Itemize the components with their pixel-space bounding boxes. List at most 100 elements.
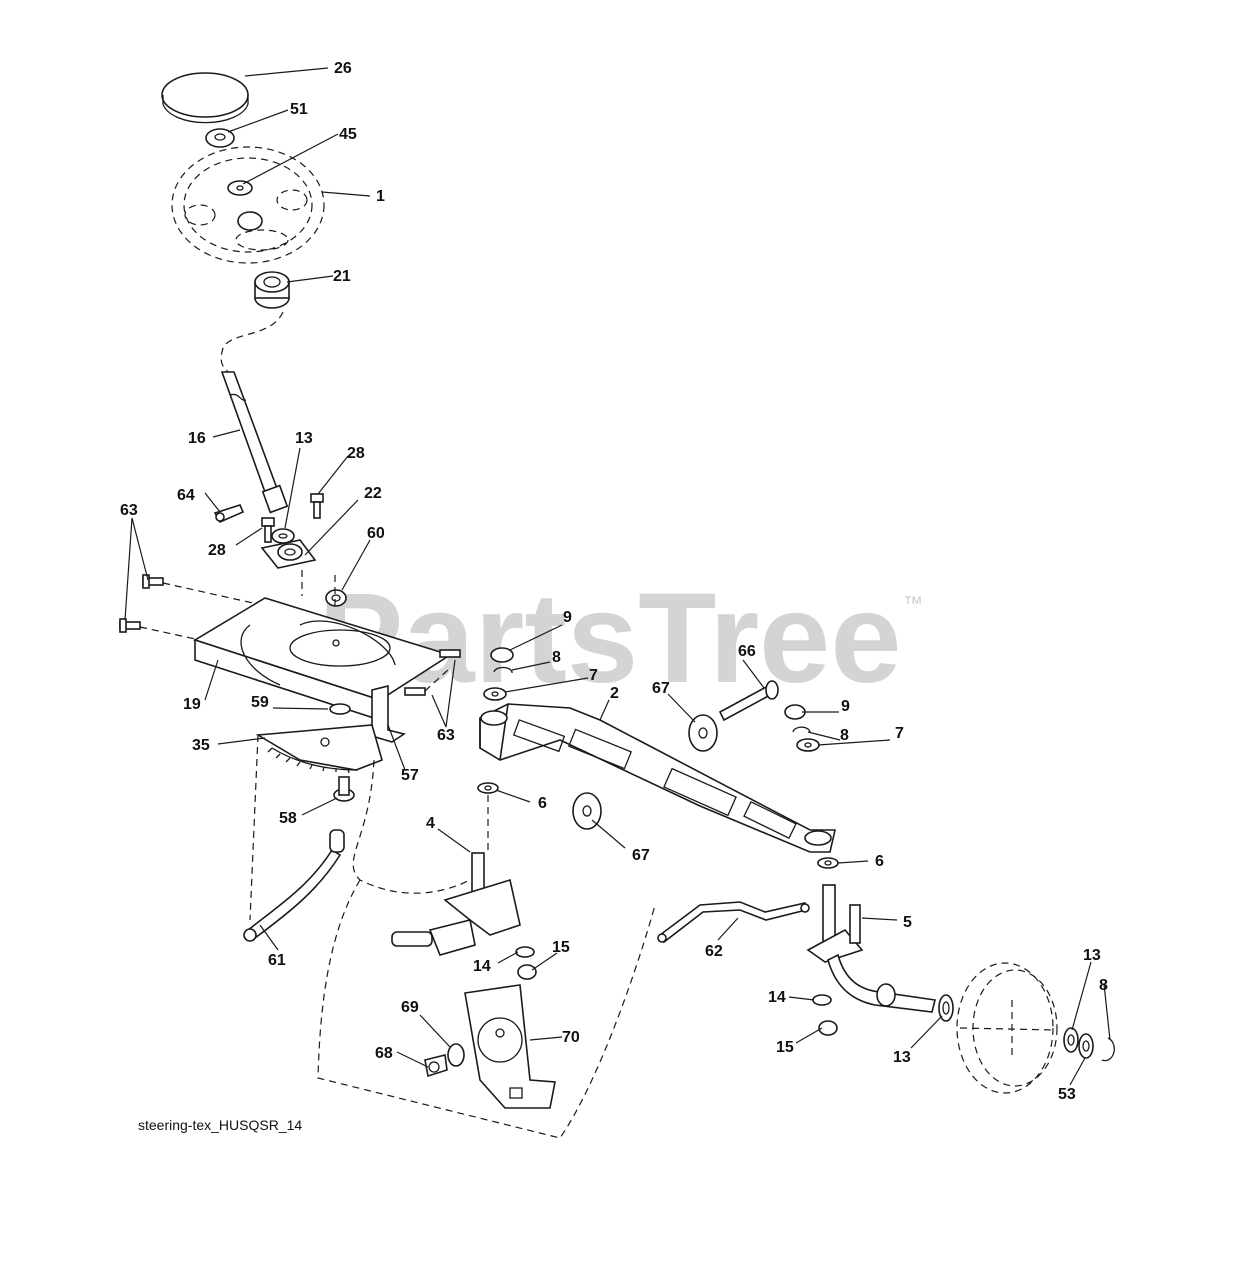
part-59-washer[interactable] (329, 703, 351, 715)
part-63-bolt-upper[interactable] (142, 574, 164, 589)
callout-7-right: 7 (895, 725, 904, 742)
part-67-spacer-lower[interactable] (572, 792, 602, 830)
callout-26: 26 (334, 60, 352, 77)
part-70-bracket-plate[interactable] (464, 984, 556, 1109)
callout-13-wheel: 13 (1083, 947, 1101, 964)
part-69-washer[interactable] (447, 1043, 465, 1067)
part-67-spacer-upper[interactable] (688, 714, 718, 752)
callout-16: 16 (188, 430, 206, 447)
callout-8-right: 8 (840, 727, 849, 744)
part-14-washer-right[interactable] (812, 994, 832, 1006)
callout-13-axle: 13 (893, 1049, 911, 1066)
part-35-sector-gear[interactable] (255, 724, 383, 774)
callout-61: 61 (268, 952, 286, 969)
callout-13: 13 (295, 430, 313, 447)
callout-14-right: 14 (768, 989, 786, 1006)
part-7-washer-left[interactable] (483, 687, 507, 701)
part-5-spindle-right[interactable] (806, 884, 936, 1013)
part-16-steering-shaft[interactable] (220, 371, 289, 514)
callout-66: 66 (738, 643, 756, 660)
part-58-bolt[interactable] (333, 776, 355, 802)
part-9-cap-left[interactable] (490, 647, 514, 663)
part-28-bolt-lower[interactable] (261, 517, 275, 543)
callout-63-right: 63 (437, 727, 455, 744)
part-15-nut-right[interactable] (818, 1020, 838, 1036)
watermark-text: PartsTree (318, 567, 902, 710)
callout-numbers: 26 51 45 1 21 16 13 28 22 64 28 60 63 63… (120, 60, 1108, 1103)
part-61-drag-link[interactable] (243, 829, 345, 942)
callout-59: 59 (251, 694, 269, 711)
part-6-washer-right[interactable] (817, 857, 839, 869)
callout-15-right: 15 (776, 1039, 794, 1056)
part-51-nut[interactable] (205, 128, 235, 148)
callout-57: 57 (401, 767, 419, 784)
part-66-bolt[interactable] (718, 680, 779, 722)
part-22-bearing-flange[interactable] (260, 539, 317, 569)
callout-9-left: 9 (563, 609, 572, 626)
callout-69: 69 (401, 999, 419, 1016)
part-60-nut[interactable] (325, 589, 347, 607)
part-1-steering-wheel[interactable] (171, 146, 325, 264)
part-15-nut-left[interactable] (517, 964, 537, 980)
watermark-trademark: ™ (903, 593, 923, 615)
callout-9-right: 9 (841, 698, 850, 715)
part-8-clip[interactable] (1101, 1037, 1115, 1062)
callout-21: 21 (333, 268, 351, 285)
diagram-caption: steering-tex_HUSQSR_14 (138, 1117, 302, 1133)
callout-2: 2 (610, 685, 619, 702)
part-21-hub[interactable] (254, 271, 290, 309)
centerline-gear (249, 734, 656, 1139)
callout-28-lower: 28 (208, 542, 226, 559)
callout-4: 4 (426, 815, 435, 832)
callout-8-left: 8 (552, 649, 561, 666)
callout-5: 5 (903, 914, 912, 931)
callout-7-left: 7 (589, 667, 598, 684)
callout-60: 60 (367, 525, 385, 542)
part-14-washer-left[interactable] (515, 946, 535, 958)
centerline-hub-shaft (220, 311, 284, 373)
part-45-washer[interactable] (227, 180, 253, 196)
callout-6-right: 6 (875, 853, 884, 870)
callout-64: 64 (177, 487, 195, 504)
callout-68: 68 (375, 1045, 393, 1062)
leader-lines (124, 67, 1111, 1086)
part-7-washer-right[interactable] (796, 738, 820, 752)
callout-1: 1 (376, 188, 385, 205)
callout-53: 53 (1058, 1086, 1076, 1103)
centerline-bolts (139, 570, 336, 641)
part-6-washer-left[interactable] (477, 782, 499, 794)
part-63-bolt-right[interactable] (404, 649, 461, 696)
part-63-bolt-lower[interactable] (119, 618, 141, 633)
callout-22: 22 (364, 485, 382, 502)
callout-14-left: 14 (473, 958, 491, 975)
part-4-spindle-left[interactable] (391, 852, 521, 956)
callout-8-clip: 8 (1099, 977, 1108, 994)
part-13-washer-wheel[interactable] (1063, 1027, 1079, 1053)
callout-45: 45 (339, 126, 357, 143)
callout-67-upper: 67 (652, 680, 670, 697)
callout-28-upper: 28 (347, 445, 365, 462)
part-62-tie-rod[interactable] (657, 901, 810, 944)
part-2-front-axle[interactable] (479, 703, 837, 853)
part-28-bolt-upper[interactable] (310, 493, 324, 519)
callout-19: 19 (183, 696, 201, 713)
part-53-washer[interactable] (1078, 1033, 1094, 1059)
callout-35: 35 (192, 737, 210, 754)
callout-6-left: 6 (538, 795, 547, 812)
callout-67-lower: 67 (632, 847, 650, 864)
part-front-wheel[interactable] (956, 962, 1058, 1094)
part-13-washer-axle[interactable] (938, 994, 954, 1022)
callout-62: 62 (705, 943, 723, 960)
part-13-washer-shaft[interactable] (271, 528, 295, 544)
part-68-bolt[interactable] (424, 1054, 448, 1078)
callout-15-left: 15 (552, 939, 570, 956)
part-8-ring-left[interactable] (493, 666, 513, 674)
callout-70: 70 (562, 1029, 580, 1046)
part-64-pin[interactable] (213, 504, 245, 524)
callout-63-left: 63 (120, 502, 138, 519)
part-8-ring-right[interactable] (792, 726, 811, 734)
part-26-steering-cap[interactable] (161, 72, 249, 124)
callout-58: 58 (279, 810, 297, 827)
callout-51: 51 (290, 101, 308, 118)
